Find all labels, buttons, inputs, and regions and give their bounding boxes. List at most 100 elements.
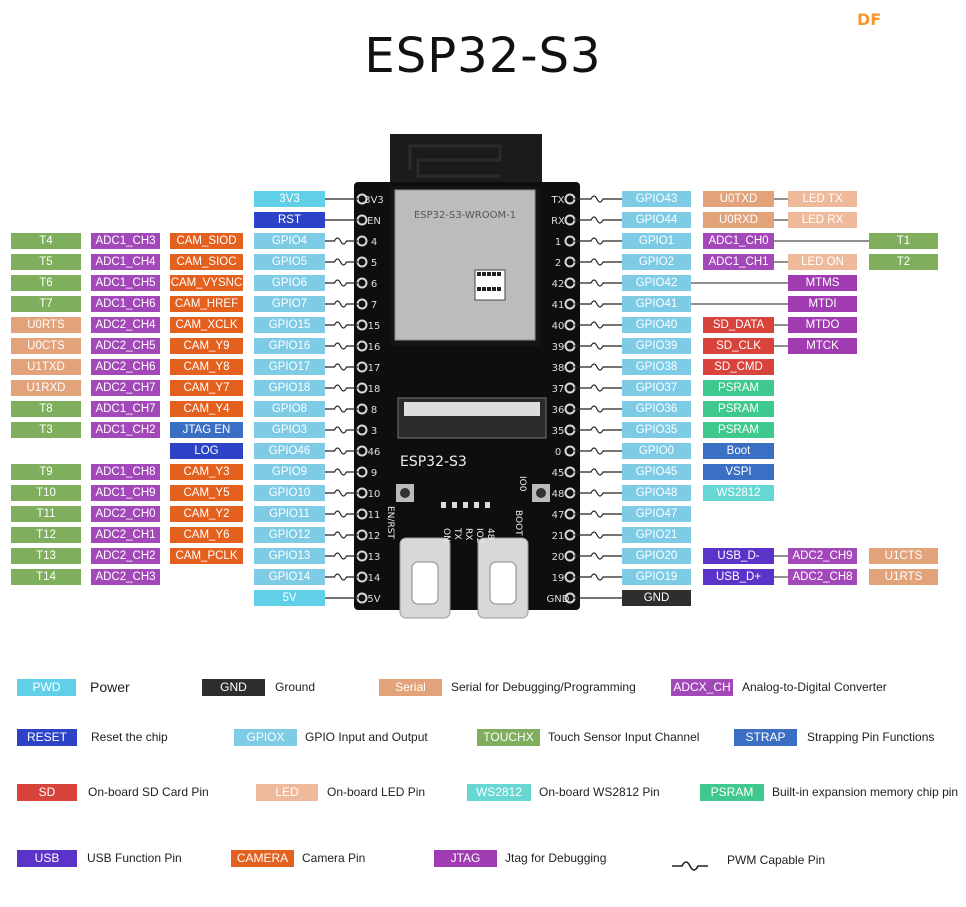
legend-swatch-ws2812: WS2812	[467, 784, 531, 801]
left-pin-silk-7: 16	[368, 342, 381, 353]
legend-text-strap: Strapping Pin Functions	[807, 730, 935, 744]
left-adc-label-16: ADC2_CH1	[91, 527, 160, 543]
right-c2-label-6: MTDO	[788, 317, 857, 333]
left-adc-label-13: ADC1_CH8	[91, 464, 160, 480]
left-gpio-label-6: GPIO15	[254, 317, 325, 333]
left-touch-label-10: T8	[11, 401, 81, 417]
brand-logo: DF	[857, 10, 882, 29]
pwm-line	[325, 342, 358, 350]
module-shield	[394, 189, 536, 341]
pwm-line	[325, 531, 358, 539]
left-pin-silk-3: 5	[371, 258, 377, 269]
pwm-line	[574, 510, 622, 518]
left-pin-silk-8: 17	[368, 363, 381, 374]
left-gpio-label-10: GPIO8	[254, 401, 325, 417]
legend-swatch-serial: Serial	[379, 679, 442, 696]
legend-text-touch: Touch Sensor Input Channel	[548, 730, 700, 744]
left-gpio-label-8: GPIO17	[254, 359, 325, 375]
right-gpio-label-10: GPIO36	[622, 401, 691, 417]
pwm-line	[325, 363, 358, 371]
right-c2-label-1: LED RX	[788, 212, 857, 228]
left-gpio-label-16: GPIO12	[254, 527, 325, 543]
left-gpio-label-5: GPIO7	[254, 296, 325, 312]
pwm-line	[325, 258, 358, 266]
left-touch-label-13: T9	[11, 464, 81, 480]
right-pin-silk-0: TX	[551, 195, 565, 206]
right-gpio-label-14: GPIO48	[622, 485, 691, 501]
pwm-line	[574, 552, 622, 560]
left-pin-silk-4: 6	[371, 279, 377, 290]
left-gpio-label-7: GPIO16	[254, 338, 325, 354]
pwm-line	[574, 216, 622, 224]
left-func-label-10: CAM_Y4	[170, 401, 243, 417]
pwm-line	[574, 300, 622, 308]
right-pin-silk-7: 39	[552, 342, 565, 353]
left-pin-1	[356, 214, 368, 226]
left-pin-silk-13: 9	[371, 468, 377, 479]
right-c2-label-7: MTCK	[788, 338, 857, 354]
board-button-label-2: IO0	[517, 476, 527, 492]
right-pin-0	[564, 193, 576, 205]
left-pin-11	[356, 424, 368, 436]
legend-swatch-usb: USB	[17, 850, 77, 867]
board-button-label-0: EN/RST	[385, 506, 395, 539]
legend-swatch-led: LED	[256, 784, 318, 801]
right-c3-label-17: U1CTS	[869, 548, 938, 564]
left-touch-label-15: T11	[11, 506, 81, 522]
right-c1-label-9: PSRAM	[703, 380, 774, 396]
left-adc-label-4: ADC1_CH5	[91, 275, 160, 291]
right-pin-16	[564, 529, 576, 541]
left-pin-8	[356, 361, 368, 373]
legend-text-camera: Camera Pin	[302, 851, 366, 865]
left-pin-silk-18: 14	[368, 573, 381, 584]
right-pin-13	[564, 466, 576, 478]
pwm-line	[325, 300, 358, 308]
pwm-line	[325, 489, 358, 497]
left-touch-label-11: T3	[11, 422, 81, 438]
right-pin-silk-14: 48	[552, 489, 565, 500]
legend-swatch-reset: RESET	[17, 729, 77, 746]
right-pin-silk-16: 21	[552, 531, 565, 542]
right-gpio-label-18: GPIO19	[622, 569, 691, 585]
right-c3-label-18: U1RTS	[869, 569, 938, 585]
right-c2-label-4: MTMS	[788, 275, 857, 291]
right-c1-label-14: WS2812	[703, 485, 774, 501]
right-pin-15	[564, 508, 576, 520]
left-pin-13	[356, 466, 368, 478]
right-pin-1	[564, 214, 576, 226]
pwm-line	[325, 237, 358, 245]
right-gpio-label-12: GPIO0	[622, 443, 691, 459]
left-func-label-2: CAM_SIOD	[170, 233, 243, 249]
right-pin-9	[564, 382, 576, 394]
left-pin-17	[356, 550, 368, 562]
right-pin-14	[564, 487, 576, 499]
pwm-icon	[672, 861, 708, 871]
right-pin-silk-4: 42	[552, 279, 565, 290]
left-touch-label-7: U0CTS	[11, 338, 81, 354]
right-pin-3	[564, 256, 576, 268]
left-adc-label-7: ADC2_CH5	[91, 338, 160, 354]
left-pin-10	[356, 403, 368, 415]
left-pin-18	[356, 571, 368, 583]
pwm-line	[574, 573, 622, 581]
legend-text-psram: Built-in expansion memory chip pin	[772, 785, 959, 799]
right-pin-silk-8: 38	[552, 363, 565, 374]
left-gpio-label-12: GPIO46	[254, 443, 325, 459]
right-c1-label-18: USB_D+	[703, 569, 774, 585]
right-pin-7	[564, 340, 576, 352]
right-gpio-label-0: GPIO43	[622, 191, 691, 207]
legend-text-pwm: PWM Capable Pin	[727, 853, 826, 867]
legend-swatch-psram: PSRAM	[700, 784, 764, 801]
right-pin-silk-15: 47	[552, 510, 565, 521]
led-label-3: IO2	[474, 528, 484, 543]
led-label-0: ON	[441, 528, 451, 542]
right-gpio-label-6: GPIO40	[622, 317, 691, 333]
left-gpio-label-3: GPIO5	[254, 254, 325, 270]
pwm-line	[574, 342, 622, 350]
right-pin-silk-19: GND	[547, 594, 570, 605]
pwm-line	[325, 552, 358, 560]
pwm-line	[574, 258, 622, 266]
right-c2-label-5: MTDI	[788, 296, 857, 312]
left-pin-9	[356, 382, 368, 394]
